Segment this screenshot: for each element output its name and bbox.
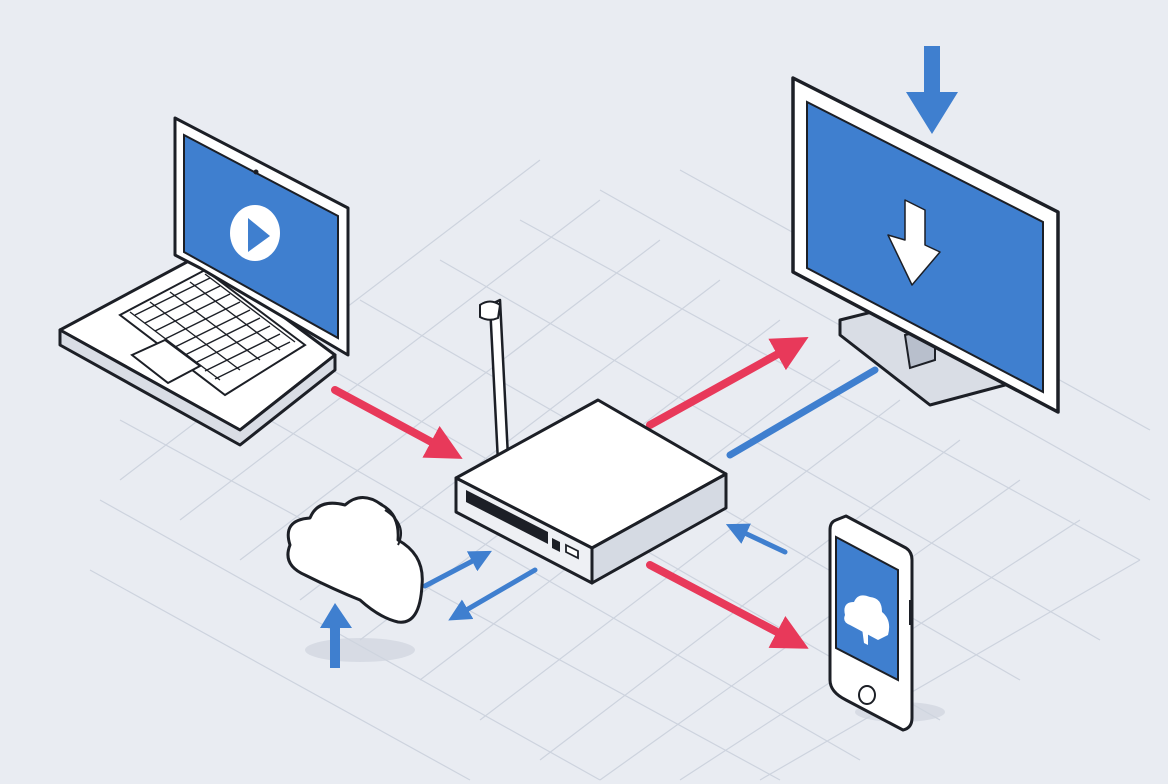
- flow-router-to-cloud: [448, 567, 538, 621]
- flow-monitor-to-router: [726, 366, 879, 459]
- cloud-download-icon: [844, 595, 890, 645]
- monitor: [791, 46, 1060, 414]
- smartphone: [828, 514, 945, 732]
- cloud: [286, 496, 424, 668]
- router: [454, 298, 728, 585]
- flow-laptop-to-router: [331, 386, 463, 459]
- flow-smartphone-to-router: [725, 523, 788, 555]
- incoming-arrow-icon: [906, 46, 958, 134]
- flow-cloud-to-router: [422, 550, 492, 589]
- router-port: [552, 538, 560, 552]
- download-arrow-icon: [887, 199, 941, 286]
- laptop: [58, 116, 350, 447]
- flow-router-to-monitor: [646, 337, 809, 429]
- touchpad: [130, 338, 202, 385]
- flows: [331, 337, 879, 649]
- flow-router-to-smartphone: [646, 561, 809, 649]
- router-slot: [466, 490, 548, 544]
- upload-arrow-icon: [320, 603, 352, 668]
- play-icon: [230, 205, 280, 261]
- router-button: [565, 543, 579, 560]
- keyboard: [129, 273, 296, 381]
